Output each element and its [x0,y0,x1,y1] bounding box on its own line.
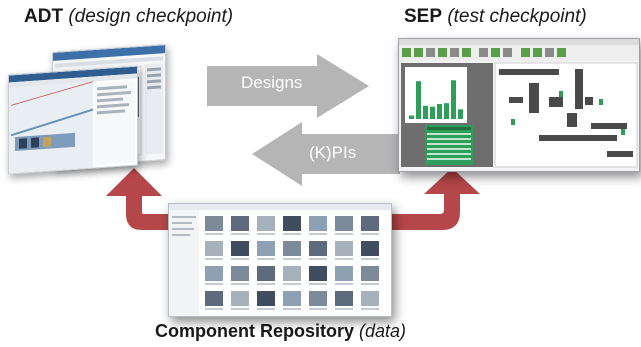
component-caption [361,233,379,235]
sep-bar [444,103,449,119]
component-caption [361,283,379,285]
component-thumbnail [257,266,275,281]
component-thumbnail [335,241,353,256]
component-thumbnail [361,216,379,231]
sep-bar [423,105,428,119]
repository-screenshot [168,203,392,317]
component-thumbnail [257,291,275,306]
red-arrow-to-adt [106,168,172,230]
designs-arrow [207,54,369,118]
component-thumbnail [309,291,327,306]
component-caption [361,258,379,260]
sep-title: SEP [404,6,443,27]
component-caption [231,258,249,260]
component-caption [257,308,275,310]
sep-bar [458,109,463,119]
sep-screenshot [398,38,640,172]
component-thumbnail [205,291,223,306]
component-caption [361,308,379,310]
sep-toolbar [399,45,639,61]
red-arrow-to-sep [386,168,480,230]
component-thumbnail [309,216,327,231]
component-thumbnail [309,241,327,256]
component-thumbnail [335,216,353,231]
component-thumbnail [309,266,327,281]
component-caption [309,233,327,235]
adt-title: ADT [24,6,64,27]
component-caption [231,233,249,235]
adt-screenshot-front [8,65,138,175]
component-caption [335,258,353,260]
sep-bar [430,106,435,119]
component-thumbnail [335,266,353,281]
repo-title: Component Repository [155,321,355,341]
designs-arrow-label: Designs [241,73,303,92]
component-caption [309,258,327,260]
adt-subtitle: (design checkpoint) [68,6,234,27]
component-caption [257,233,275,235]
sep-bar [416,81,421,119]
component-thumbnail [361,241,379,256]
component-caption [257,258,275,260]
adt-front-content [9,66,137,174]
component-caption [231,308,249,310]
component-caption [283,258,301,260]
component-thumbnail [205,216,223,231]
component-caption [335,233,353,235]
component-caption [283,283,301,285]
component-caption [335,308,353,310]
component-caption [205,283,223,285]
component-caption [309,283,327,285]
repo-label: Component Repository (data) [155,321,406,342]
sep-label: SEP (test checkpoint) [404,6,587,28]
adt-label: ADT (design checkpoint) [24,6,233,28]
repository-component-grid [205,216,379,310]
component-thumbnail [283,266,301,281]
component-caption [257,283,275,285]
component-caption [205,233,223,235]
component-thumbnail [283,216,301,231]
component-caption [335,283,353,285]
sep-bar-chart-panel [405,67,467,123]
component-caption [283,233,301,235]
component-thumbnail [283,241,301,256]
sep-bar-chart [409,80,463,119]
kpis-arrow-label: (K)PIs [309,143,357,162]
component-thumbnail [361,266,379,281]
component-thumbnail [231,291,249,306]
component-caption [283,308,301,310]
component-thumbnail [257,216,275,231]
kpis-arrow [252,122,400,186]
sep-content [399,39,639,168]
repository-content [169,204,391,316]
component-caption [205,308,223,310]
component-thumbnail [283,291,301,306]
component-thumbnail [231,241,249,256]
component-thumbnail [361,291,379,306]
component-thumbnail [335,291,353,306]
component-thumbnail [231,216,249,231]
sep-subtitle: (test checkpoint) [447,6,587,27]
component-thumbnail [257,241,275,256]
repo-subtitle: (data) [359,321,407,341]
component-caption [205,258,223,260]
component-thumbnail [205,266,223,281]
sep-layout-map [494,62,638,168]
component-caption [231,283,249,285]
component-caption [309,308,327,310]
component-thumbnail [205,241,223,256]
sep-bar [409,115,414,119]
component-thumbnail [231,266,249,281]
sep-bar [437,104,442,119]
sep-bar [451,80,456,119]
